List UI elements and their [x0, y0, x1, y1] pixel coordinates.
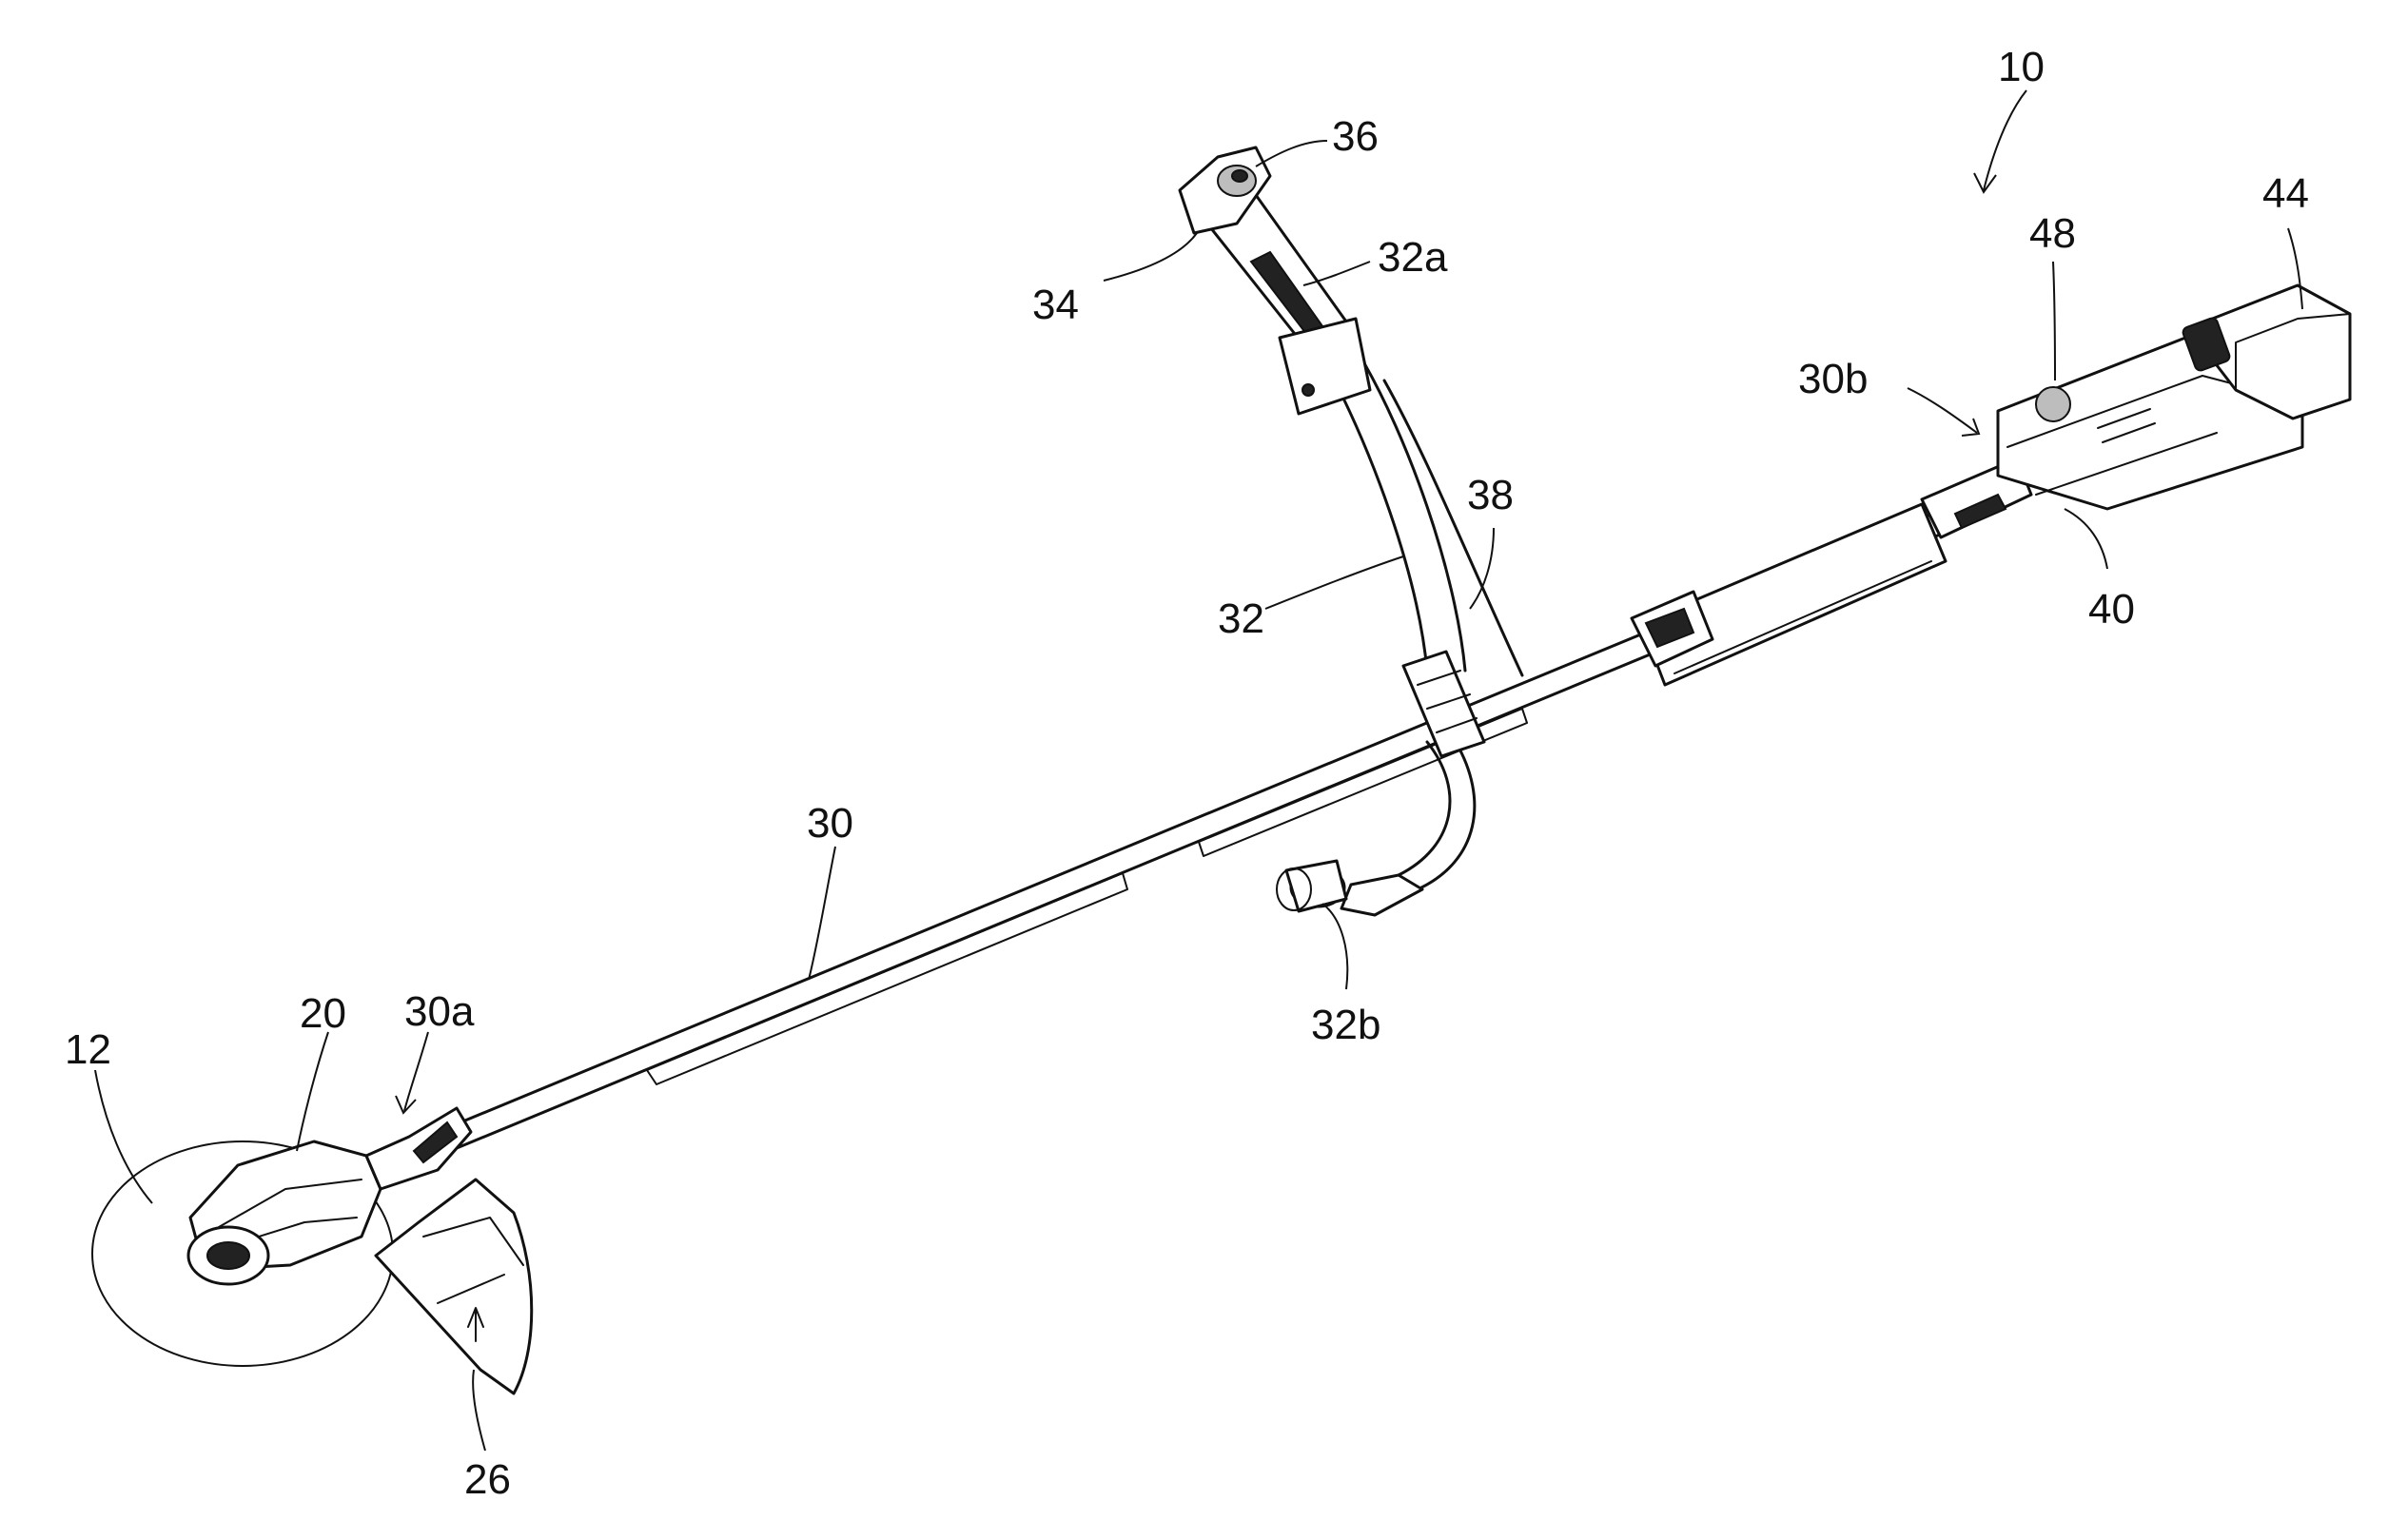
- motor-unit: [1998, 285, 2350, 509]
- label-26: 26: [464, 1456, 511, 1503]
- leader-32b: [1322, 904, 1347, 989]
- arrow-30a: [396, 1032, 428, 1113]
- label-48: 48: [2029, 210, 2076, 257]
- label-32a: 32a: [1378, 234, 1448, 281]
- label-36: 36: [1332, 113, 1379, 160]
- rear-grip: [1632, 458, 2031, 685]
- label-20: 20: [300, 990, 346, 1037]
- leader-32: [1265, 556, 1403, 609]
- leader-34: [1104, 233, 1197, 281]
- label-30b: 30b: [1798, 356, 1868, 402]
- label-40: 40: [2088, 586, 2135, 633]
- front-handle: [1180, 147, 1522, 915]
- label-30a: 30a: [404, 988, 475, 1035]
- label-32: 32: [1218, 595, 1264, 642]
- leader-12: [95, 1070, 152, 1203]
- label-30: 30: [807, 800, 853, 847]
- leader-48: [2053, 262, 2055, 380]
- label-10: 10: [1998, 44, 2045, 90]
- leader-26: [473, 1370, 485, 1451]
- label-32b: 32b: [1311, 1002, 1380, 1048]
- blade-guard: [376, 1179, 532, 1394]
- arrow-30b: [1908, 388, 1979, 436]
- leader-20: [297, 1032, 328, 1151]
- arrow-10: [1974, 90, 2026, 192]
- leader-30: [809, 847, 835, 980]
- label-34: 34: [1032, 282, 1079, 328]
- label-44: 44: [2262, 170, 2309, 217]
- label-12: 12: [65, 1026, 111, 1073]
- leader-40: [2065, 509, 2107, 569]
- label-38: 38: [1467, 472, 1514, 518]
- leader-36: [1256, 141, 1327, 166]
